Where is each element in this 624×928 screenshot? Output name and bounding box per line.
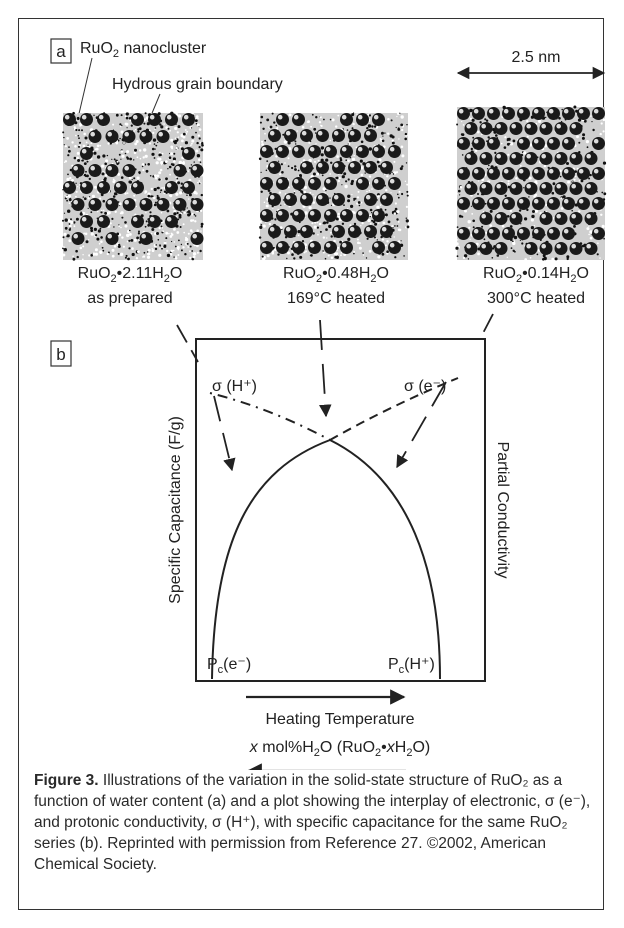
svg-text:b: b: [56, 345, 65, 364]
structure-image-169c: [258, 112, 410, 261]
grain-boundary-label: Hydrous grain boundary: [112, 76, 283, 93]
structure-image-as-prepared: [62, 111, 204, 261]
figure-frame: [18, 18, 604, 910]
capacitance-curve-right: [329, 439, 441, 680]
caption-text: Illustrations of the variation in the so…: [34, 772, 591, 873]
sample-label-1: RuO2•2.11H2O as prepared: [78, 265, 183, 307]
connector-arrows: [176, 313, 494, 472]
panel-b-label: b: [50, 340, 72, 367]
figure-caption: Figure 3. Illustrations of the variation…: [34, 770, 594, 875]
sample-label-3: RuO2•0.14H2O 300°C heated: [483, 265, 589, 307]
scale-label: 2.5 nm: [512, 49, 561, 66]
figure-graphic: a RuO2 nanocluster Hydrous grain boundar…: [50, 38, 607, 770]
svg-text:RuO2•0.48H2O: RuO2•0.48H2O: [283, 265, 389, 285]
svg-text:a: a: [56, 42, 66, 61]
svg-text:169°C heated: 169°C heated: [287, 290, 385, 307]
sigma-e-curve: [329, 377, 459, 441]
heating-temperature-label: Heating Temperature: [265, 711, 414, 728]
nanocluster-pointer: [77, 57, 93, 119]
svg-text:RuO2•0.14H2O: RuO2•0.14H2O: [483, 265, 589, 285]
water-content-label: x mol%H2O (RuO2•xH2O): [249, 739, 430, 759]
nanocluster-label: RuO2 nanocluster: [80, 40, 207, 60]
panel-a-label: a: [50, 38, 72, 64]
sigma-e-label: σ (e⁻): [404, 378, 446, 395]
sample-label-2: RuO2•0.48H2O 169°C heated: [283, 265, 389, 307]
sigma-h-curve: [209, 392, 331, 441]
caption-heading: Figure 3.: [34, 772, 99, 789]
plot-frame: [195, 338, 486, 682]
y-axis-label-left: Specific Capacitance (F/g): [167, 416, 184, 604]
svg-text:as prepared: as prepared: [87, 290, 172, 307]
pc-e-label: Pc(e⁻): [207, 656, 251, 676]
sigma-h-label: σ (H⁺): [212, 378, 257, 395]
y-axis-label-right: Partial Conductivity: [494, 442, 511, 579]
pc-h-label: Pc(H⁺): [388, 656, 435, 676]
svg-text:300°C heated: 300°C heated: [487, 290, 585, 307]
capacitance-curve-left: [211, 439, 331, 680]
svg-text:RuO2•2.11H2O: RuO2•2.11H2O: [78, 265, 183, 285]
structure-image-300c: [455, 105, 607, 261]
